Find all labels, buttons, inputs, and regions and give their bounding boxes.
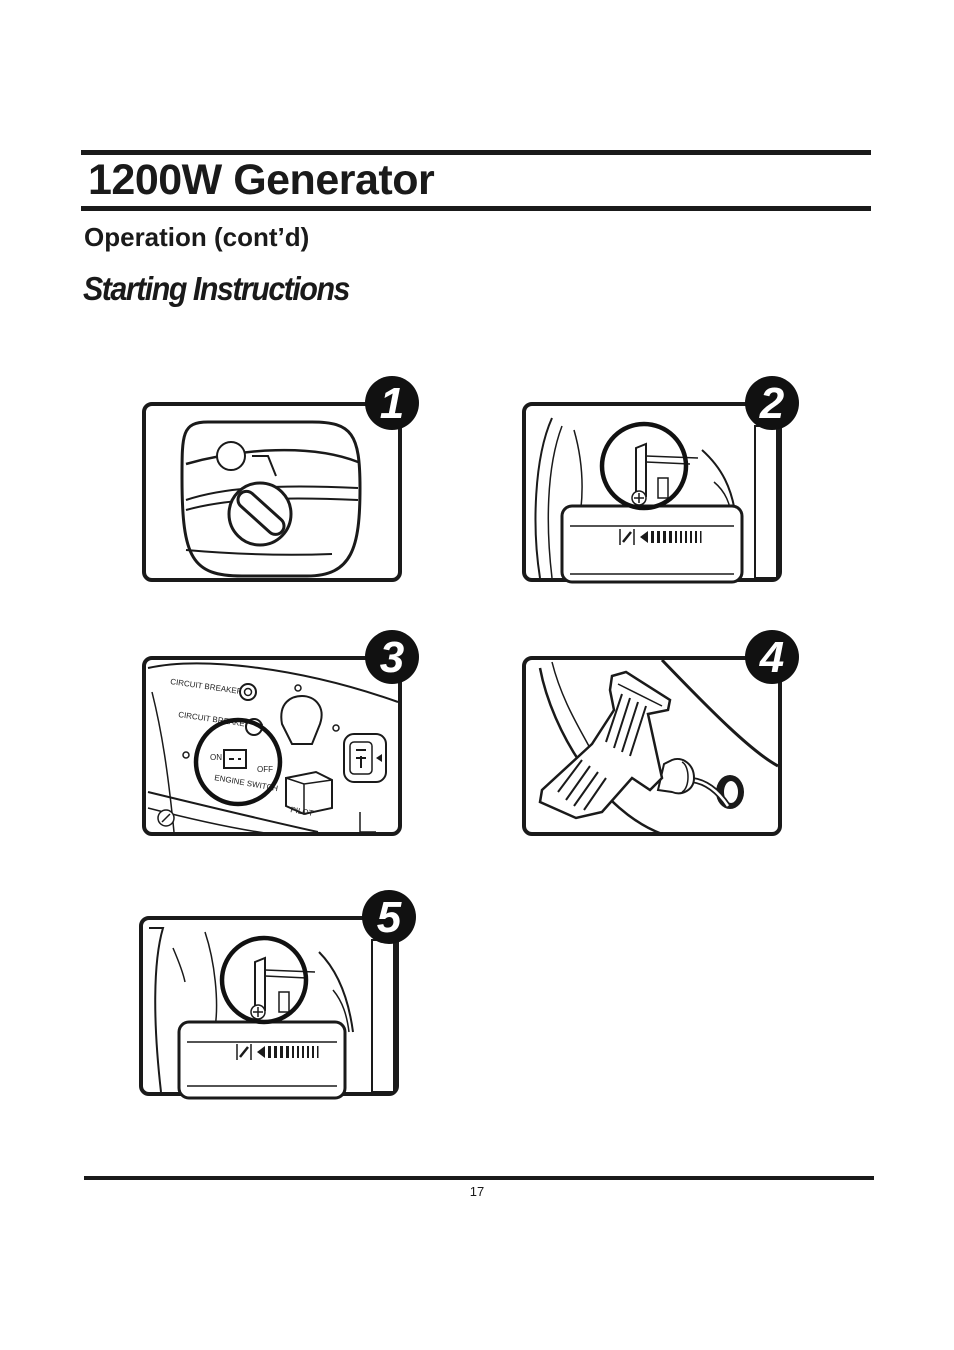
step-3-illustration: CIRCUIT BREAKER AC CIRCUIT BREAKER AC ON… [142,630,422,842]
pilot-label: PILOT [290,805,314,818]
switch-on-label: ON [210,753,222,762]
step-5-badge: 5 [362,890,416,944]
page-title: 1200W Generator [88,156,435,204]
step-3-badge: 3 [365,630,419,684]
step-1-illustration: 1 [142,376,422,588]
step-3-number: 3 [380,633,404,682]
highlight-circle [193,717,283,807]
step-4-number: 4 [759,633,784,682]
footer-rule [84,1176,874,1180]
step-2-badge: 2 [745,376,799,430]
step-1-badge: 1 [365,376,419,430]
highlight-circle [599,421,689,511]
header-rule-bottom [81,206,871,211]
outlet-cover-icon [280,694,323,745]
circuit-breaker-1 [239,683,257,701]
step-1-number: 1 [380,379,404,428]
switch-off-label: OFF [257,765,273,774]
header-rule-top [81,150,871,155]
step-5-illustration: 5 [139,890,419,1102]
step-2-illustration: 2 [522,376,802,588]
step-2-number: 2 [759,379,785,428]
step-4-badge: 4 [745,630,799,684]
choke-symbol-icon [619,529,702,545]
pilot-lamp-icon [285,770,333,816]
choke-symbol-icon [236,1044,319,1060]
choke-lever-icon [250,956,316,1020]
section-heading: Starting Instructions [83,270,350,307]
starter-handle-icon [538,670,696,820]
highlight-circle [219,935,309,1025]
section-subtitle: Operation (cont’d) [84,222,310,252]
step-5-number: 5 [377,893,402,942]
choke-lever-icon [631,442,699,506]
page-number: 17 [469,1184,485,1199]
step-4-illustration: 4 [522,630,802,842]
engine-switch-icon [223,749,247,769]
